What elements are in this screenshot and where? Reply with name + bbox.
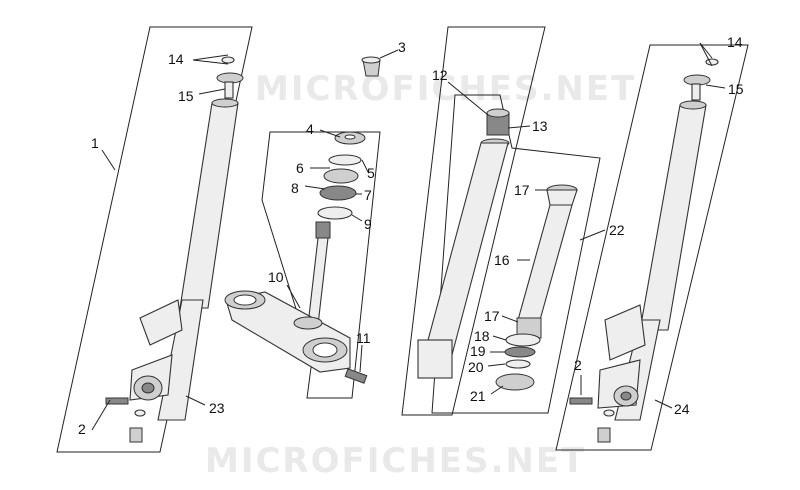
right-bolt-icon: [569, 397, 593, 405]
left-bolt-icon: [105, 397, 129, 405]
fork-internals: [417, 108, 578, 391]
bushing-top-icon: [546, 189, 578, 206]
frame-left-fork-leg: [56, 26, 253, 453]
circlip-icon: [221, 56, 235, 64]
callout-23: 23: [209, 400, 225, 416]
dust-seal-icon: [328, 154, 362, 166]
callout-12: 12: [432, 67, 448, 83]
callout-5: 5: [367, 165, 375, 181]
callout-16: 16: [494, 252, 510, 268]
watermark-bottom: MICROFICHES.NET: [205, 441, 586, 481]
left-axle-clamp-icon: [139, 299, 183, 346]
left-drain-screw-icon: [129, 427, 143, 443]
right-drain-screw-icon: [597, 427, 611, 443]
watermark-top: MICROFICHES.NET: [255, 69, 636, 109]
callout-8: 8: [291, 180, 299, 196]
right-axle-clamp-icon: [604, 304, 646, 361]
callout-24: 24: [674, 401, 690, 417]
callout-11: 11: [356, 330, 371, 346]
leader-lines: [91, 42, 726, 431]
callout-17-top: 17: [514, 182, 530, 198]
frame-fork-internals-outer: [401, 26, 546, 416]
oil-seal-icon: [504, 346, 536, 358]
callout-4: 4: [306, 121, 314, 137]
circlip-icon: [705, 58, 719, 66]
callout-15-left: 15: [178, 88, 194, 104]
steering-tube-icon: [307, 237, 329, 326]
callout-2-left: 2: [78, 421, 86, 437]
clamp-bolt-icon: [344, 368, 368, 384]
left-stanchion-tube-icon: [179, 102, 239, 309]
seal-ring-icon: [505, 333, 541, 347]
callout-7: 7: [364, 187, 372, 203]
callout-14-left: 14: [168, 51, 184, 67]
callout-1: 1: [91, 135, 99, 151]
callout-20: 20: [468, 359, 484, 375]
callout-6: 6: [296, 160, 304, 176]
retaining-clip-icon: [505, 359, 531, 369]
bearing-race-icon: [323, 168, 359, 184]
callout-17-mid: 17: [484, 308, 500, 324]
left-fork-leg: [105, 56, 244, 443]
callout-9: 9: [364, 216, 372, 232]
callout-10: 10: [268, 269, 284, 285]
callout-14-right: 14: [727, 34, 743, 50]
callout-19: 19: [470, 343, 486, 359]
steering-stem-assembly: [224, 56, 381, 384]
callout-18: 18: [474, 328, 490, 344]
dust-cover-icon: [495, 373, 535, 391]
callout-3: 3: [398, 39, 406, 55]
bearing-washer-icon: [317, 206, 353, 220]
callout-21: 21: [470, 388, 486, 404]
taper-bearing-icon: [319, 185, 357, 201]
damper-rod-icon: [517, 204, 573, 321]
frame-right-fork-leg: [555, 44, 749, 451]
right-fork-leg: [569, 58, 719, 443]
right-stanchion-tube-icon: [639, 104, 707, 331]
callout-13: 13: [532, 118, 548, 134]
callout-15-right: 15: [728, 81, 744, 97]
callout-22: 22: [609, 222, 625, 238]
frame-fork-internals-inner: [431, 94, 601, 414]
callout-2-right: 2: [574, 357, 582, 373]
frame-steering-stem: [261, 131, 381, 399]
